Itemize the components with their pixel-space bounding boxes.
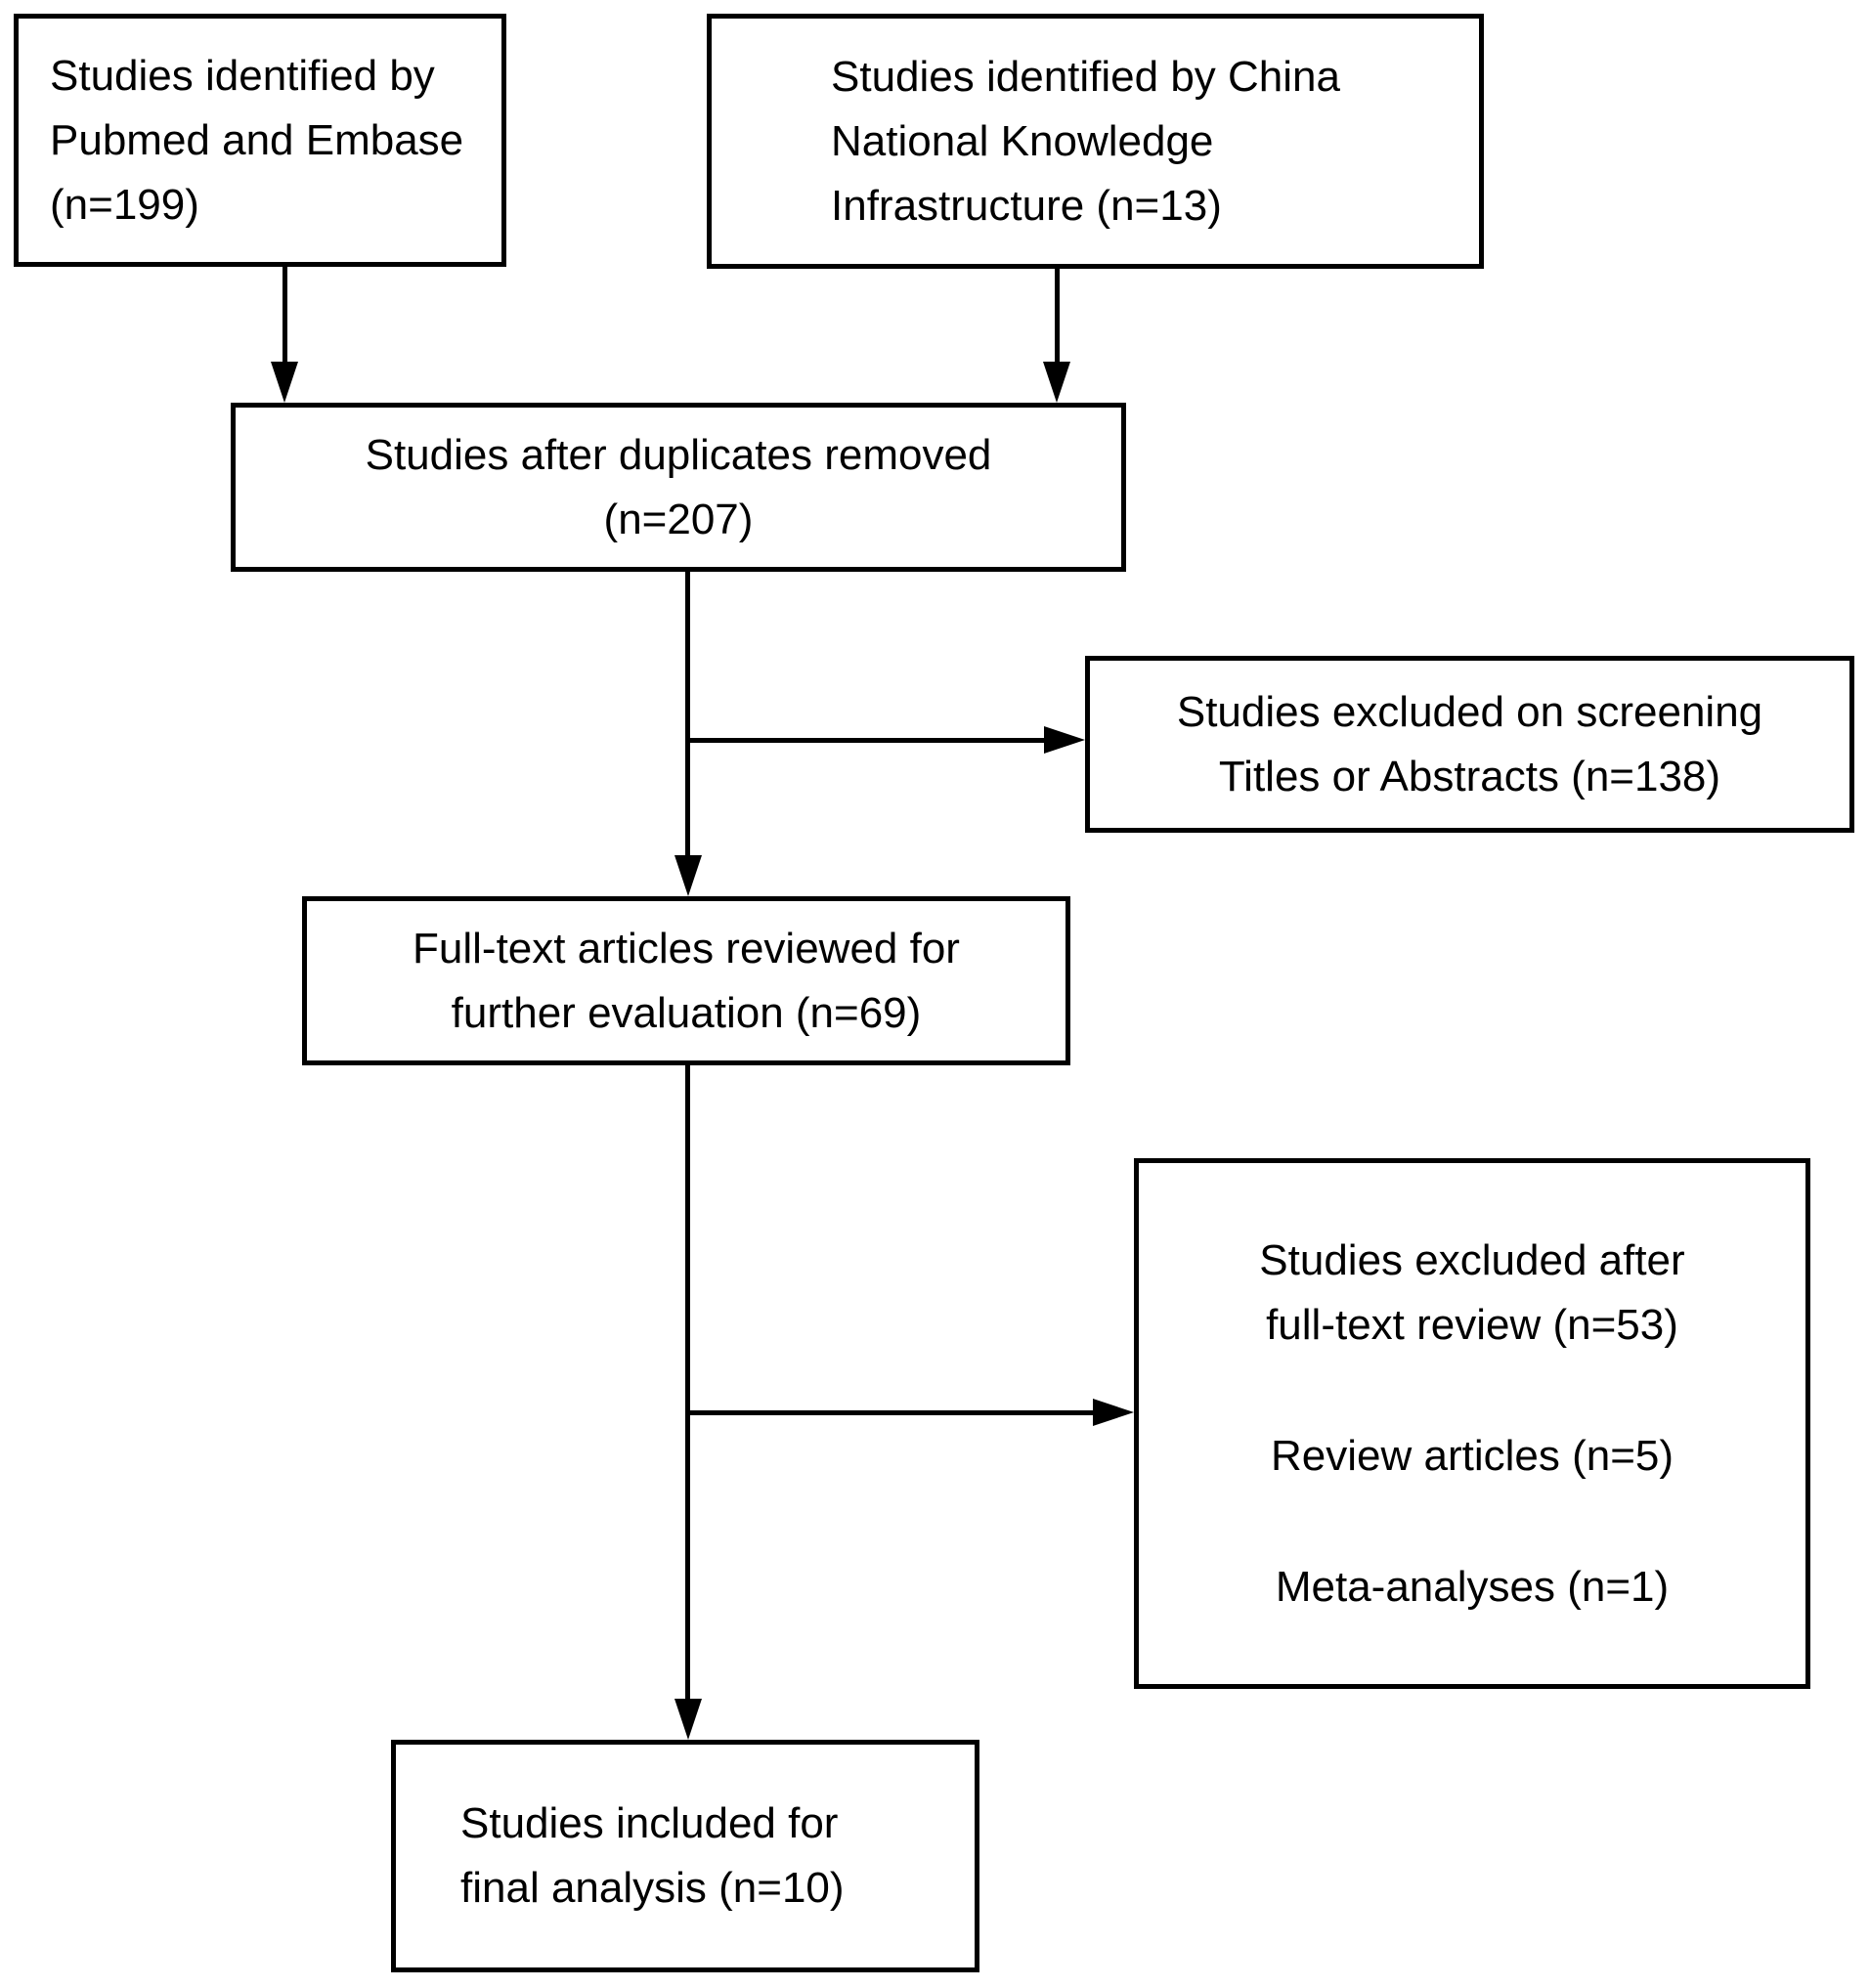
box-duplicates-removed: Studies after duplicates removed (n=207) bbox=[231, 403, 1126, 572]
box-text-line: Studies identified by bbox=[50, 51, 435, 100]
box-text-line: Studies excluded on screening bbox=[1176, 687, 1763, 736]
arrowhead-right bbox=[1044, 726, 1085, 754]
box-excluded-screening: Studies excluded on screening Titles or … bbox=[1085, 656, 1854, 833]
box-studies-pubmed-embase: Studies identified by Pubmed and Embase … bbox=[14, 14, 506, 267]
box-text-line: National Knowledge bbox=[831, 116, 1214, 165]
box-studies-cnki: Studies identified by China National Kno… bbox=[707, 14, 1484, 269]
box-final-analysis: Studies included for final analysis (n=1… bbox=[391, 1740, 979, 1972]
arrowhead-down bbox=[271, 362, 298, 403]
box-text-line: Pubmed and Embase bbox=[50, 115, 464, 164]
box-text-line: Studies after duplicates removed bbox=[365, 430, 992, 479]
arrow-line bbox=[685, 572, 690, 857]
box-text-line: final analysis (n=10) bbox=[460, 1864, 845, 1912]
box-text-line: (n=207) bbox=[603, 495, 754, 543]
arrow-line bbox=[1055, 267, 1060, 364]
box-text-line: (n=199) bbox=[50, 180, 199, 229]
box-text-line: Infrastructure (n=13) bbox=[831, 181, 1222, 230]
box-excluded-fulltext: Studies excluded after full-text review … bbox=[1134, 1158, 1810, 1689]
arrowhead-down bbox=[674, 1699, 702, 1740]
box-text-line: full-text review (n=53) bbox=[1266, 1300, 1678, 1349]
arrow-line bbox=[688, 738, 1046, 743]
box-text-line: Meta-analyses (n=1) bbox=[1275, 1562, 1670, 1611]
box-text-line: Full-text articles reviewed for bbox=[413, 924, 960, 972]
arrowhead-right bbox=[1093, 1399, 1134, 1426]
box-text-line: further evaluation (n=69) bbox=[451, 988, 922, 1037]
box-fulltext-reviewed: Full-text articles reviewed for further … bbox=[302, 896, 1070, 1065]
box-text-line: Titles or Abstracts (n=138) bbox=[1218, 752, 1721, 800]
arrow-line bbox=[685, 1065, 690, 1701]
box-text-line: Studies excluded after bbox=[1259, 1235, 1685, 1284]
arrow-line bbox=[688, 1410, 1093, 1415]
arrow-line bbox=[283, 267, 287, 364]
box-text-line: Studies identified by China bbox=[831, 52, 1340, 101]
arrowhead-down bbox=[674, 855, 702, 896]
box-text-line: Review articles (n=5) bbox=[1270, 1431, 1674, 1480]
arrowhead-down bbox=[1043, 362, 1070, 403]
box-text-line: Studies included for bbox=[460, 1799, 839, 1847]
